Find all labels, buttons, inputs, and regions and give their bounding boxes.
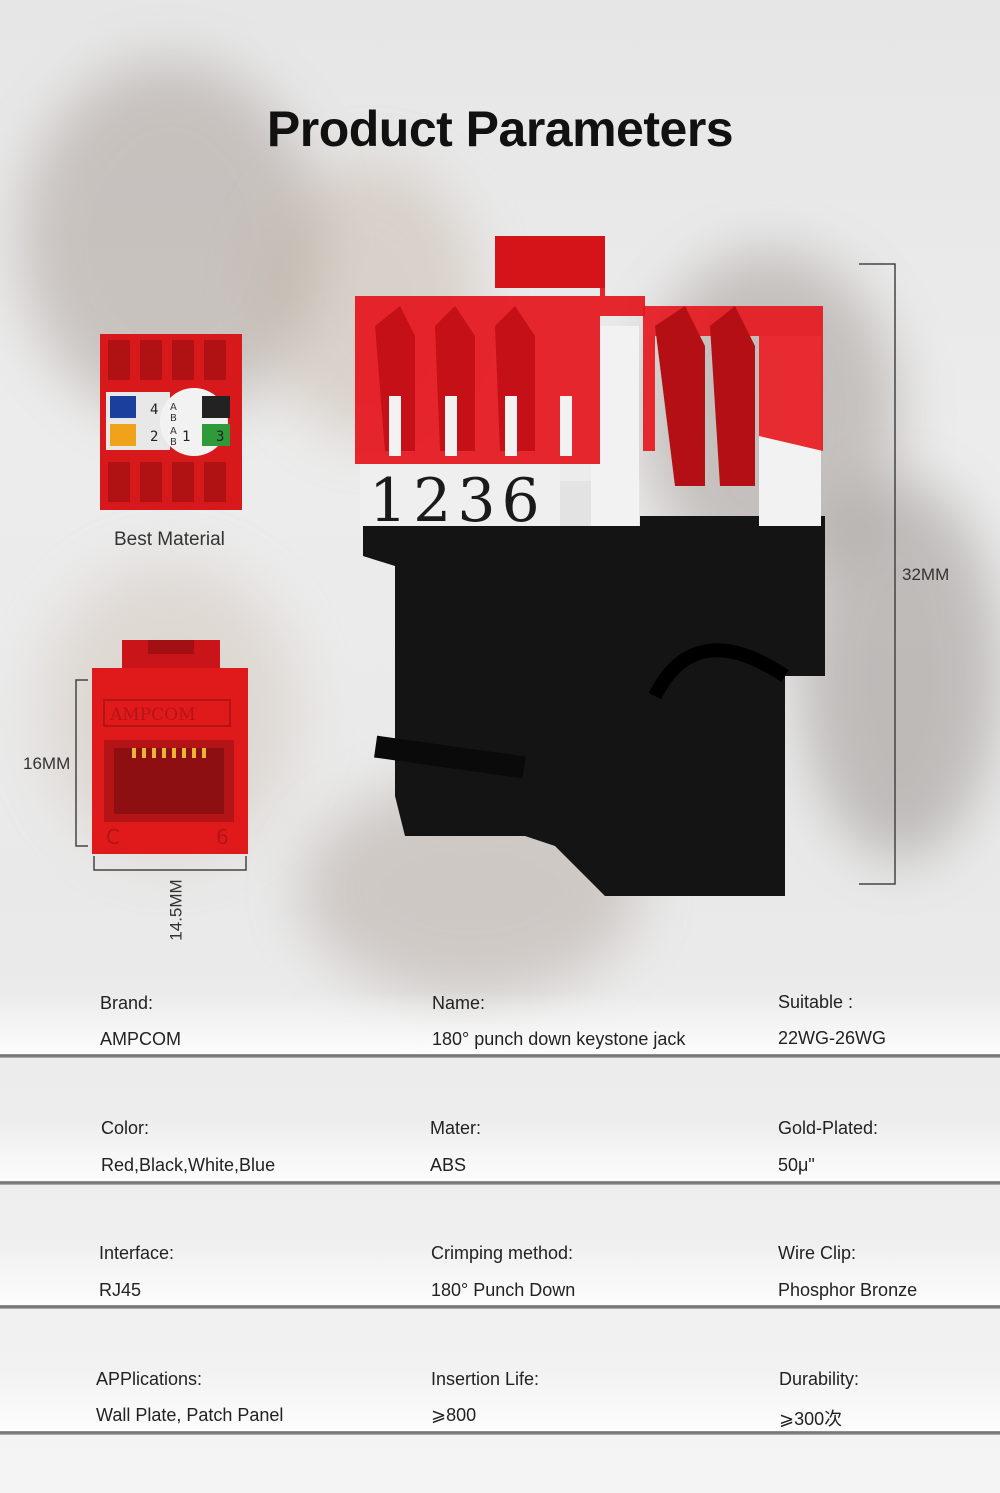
param-value-gold-plated: 50μ" (778, 1155, 815, 1175)
front-width-label: 14.5MM (166, 879, 186, 941)
height-label: 32MM (902, 565, 950, 584)
row-divider (0, 1431, 1000, 1435)
param-label-applications: APPlications: (96, 1369, 203, 1389)
wire-label: 1 (182, 429, 190, 445)
wire-label: 3 (216, 429, 224, 445)
page-title: Product Parameters (266, 101, 734, 157)
row-band (0, 1120, 1000, 1182)
param-label-wire-clip: Wire Clip: (778, 1243, 857, 1263)
wire-label: 4 (150, 402, 158, 418)
front-brand: AMPCOM (109, 705, 195, 725)
param-label-suitable: Suitable : (778, 992, 854, 1012)
front-dimension-lines (75, 679, 247, 871)
param-label-material: Mater: (430, 1118, 482, 1138)
front-right-mark: 6 (216, 825, 229, 849)
pair-letter: A (170, 426, 177, 437)
front-left-mark: C (106, 825, 120, 849)
param-value-insertion-life: ⩾800 (431, 1405, 477, 1425)
param-label-brand: Brand: (100, 993, 154, 1013)
row-band (0, 992, 1000, 1054)
param-label-color: Color: (101, 1118, 150, 1138)
front-height-label: 16MM (23, 754, 71, 773)
keystone-jack-image: 1236 (355, 236, 825, 896)
pair-letter: B (170, 437, 177, 448)
param-label-durability: Durability: (779, 1369, 860, 1389)
param-label-gold-plated: Gold-Plated: (778, 1118, 879, 1138)
front-face-image: AMPCOM C 6 (92, 640, 248, 854)
material-caption: Best Material (114, 529, 225, 550)
row-divider (0, 1181, 1000, 1185)
wiring-block-image: 4 2 1 3 A B A B (100, 334, 242, 510)
param-value-color: Red,Black,White,Blue (101, 1155, 276, 1175)
param-label-crimping: Crimping method: (431, 1243, 574, 1263)
param-value-brand: AMPCOM (100, 1029, 181, 1049)
row-band (0, 1244, 1000, 1306)
param-value-crimping: 180° Punch Down (431, 1280, 576, 1300)
param-value-material: ABS (430, 1155, 467, 1175)
param-value-durability: ⩾300次 (779, 1409, 843, 1429)
row-divider (0, 1305, 1000, 1309)
param-label-insertion-life: Insertion Life: (431, 1369, 540, 1389)
background-blur (800, 480, 1000, 860)
row-band (0, 1370, 1000, 1432)
height-dimension-line (859, 263, 896, 885)
param-value-applications: Wall Plate, Patch Panel (96, 1405, 284, 1425)
wire-label: 2 (150, 429, 158, 445)
param-value-wire-clip: Phosphor Bronze (778, 1280, 918, 1300)
param-value-name: 180° punch down keystone jack (432, 1029, 686, 1049)
param-value-suitable: 22WG-26WG (778, 1028, 887, 1048)
block-numbers: 1236 (369, 466, 546, 536)
param-value-interface: RJ45 (99, 1280, 142, 1300)
row-divider (0, 1054, 1000, 1058)
pair-letter: B (170, 413, 177, 424)
pair-letter: A (170, 402, 177, 413)
param-label-interface: Interface: (99, 1243, 175, 1263)
param-label-name: Name: (432, 993, 486, 1013)
